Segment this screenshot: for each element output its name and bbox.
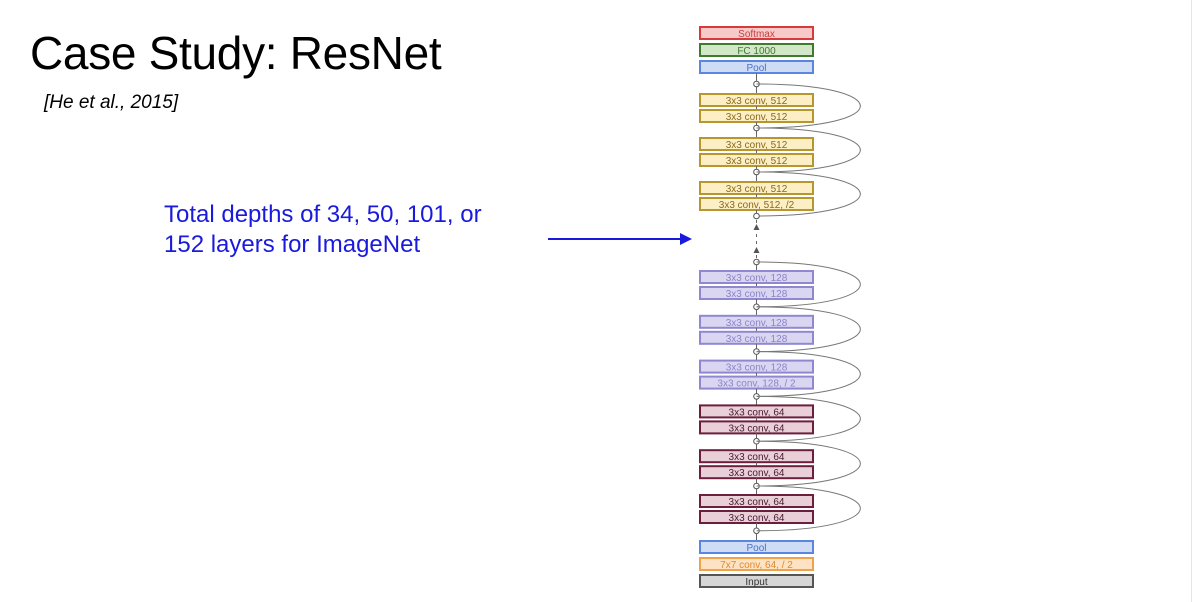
pointer-arrow [548, 233, 692, 245]
layer-conv512-label: 3x3 conv, 512 [726, 96, 788, 107]
skip-connection [756, 261, 861, 308]
depth-annotation: Total depths of 34, 50, 101, or 152 laye… [164, 200, 544, 260]
arrowhead [753, 247, 760, 253]
skip-connection [756, 306, 861, 353]
layer-conv64-label: 3x3 conv, 64 [729, 468, 785, 479]
layer-conv64-label: 3x3 conv, 64 [729, 407, 785, 418]
layer-conv128-label: 3x3 conv, 128 [726, 363, 788, 374]
skip-connection [756, 127, 861, 173]
layer-conv64-label: 3x3 conv, 64 [729, 452, 785, 463]
annotation-line-2: 152 layers for ImageNet [164, 231, 421, 258]
layer-conv512-label: 3x3 conv, 512, /2 [719, 200, 795, 211]
layer-conv512-label: 3x3 conv, 512 [726, 184, 788, 195]
slide-title: Case Study: ResNet [30, 27, 442, 79]
layer-conv7 [699, 557, 814, 571]
layer-conv512-label: 3x3 conv, 512 [726, 156, 788, 167]
layer-pool [699, 540, 814, 554]
skip-connection [756, 485, 861, 532]
layer-pool-label: Pool [746, 543, 766, 554]
layer-conv64-label: 3x3 conv, 64 [729, 423, 785, 434]
skip-connection [756, 440, 861, 487]
layer-pool-label: Pool [746, 63, 766, 74]
layer-conv128-label: 3x3 conv, 128 [726, 318, 788, 329]
skip-connection [756, 351, 861, 397]
layer-conv128-label: 3x3 conv, 128 [726, 289, 788, 300]
layer-conv128-label: 3x3 conv, 128 [726, 273, 788, 284]
layer-conv512-label: 3x3 conv, 512 [726, 112, 788, 123]
skip-connection [756, 171, 861, 217]
arrowhead [753, 224, 760, 230]
skip-connection [756, 83, 861, 129]
layer-conv7-label: 7x7 conv, 64, / 2 [720, 560, 793, 571]
layer-softmax-label: Softmax [738, 29, 775, 40]
layer-conv64-label: 3x3 conv, 64 [729, 497, 785, 508]
layer-conv64-label: 3x3 conv, 64 [729, 513, 785, 524]
layer-input-label: Input [745, 577, 767, 588]
layer-fc-label: FC 1000 [737, 46, 776, 57]
layer-conv128-label: 3x3 conv, 128, / 2 [717, 379, 796, 390]
annotation-line-1: Total depths of 34, 50, 101, or [164, 201, 482, 228]
citation: [He et al., 2015] [44, 92, 179, 113]
layer-conv512-label: 3x3 conv, 512 [726, 140, 788, 151]
layer-conv128-label: 3x3 conv, 128 [726, 334, 788, 345]
layer-fc [699, 43, 814, 57]
layer-input [699, 574, 814, 588]
skip-connection [756, 395, 861, 442]
layer-softmax [699, 26, 814, 40]
addition-node [753, 212, 760, 220]
